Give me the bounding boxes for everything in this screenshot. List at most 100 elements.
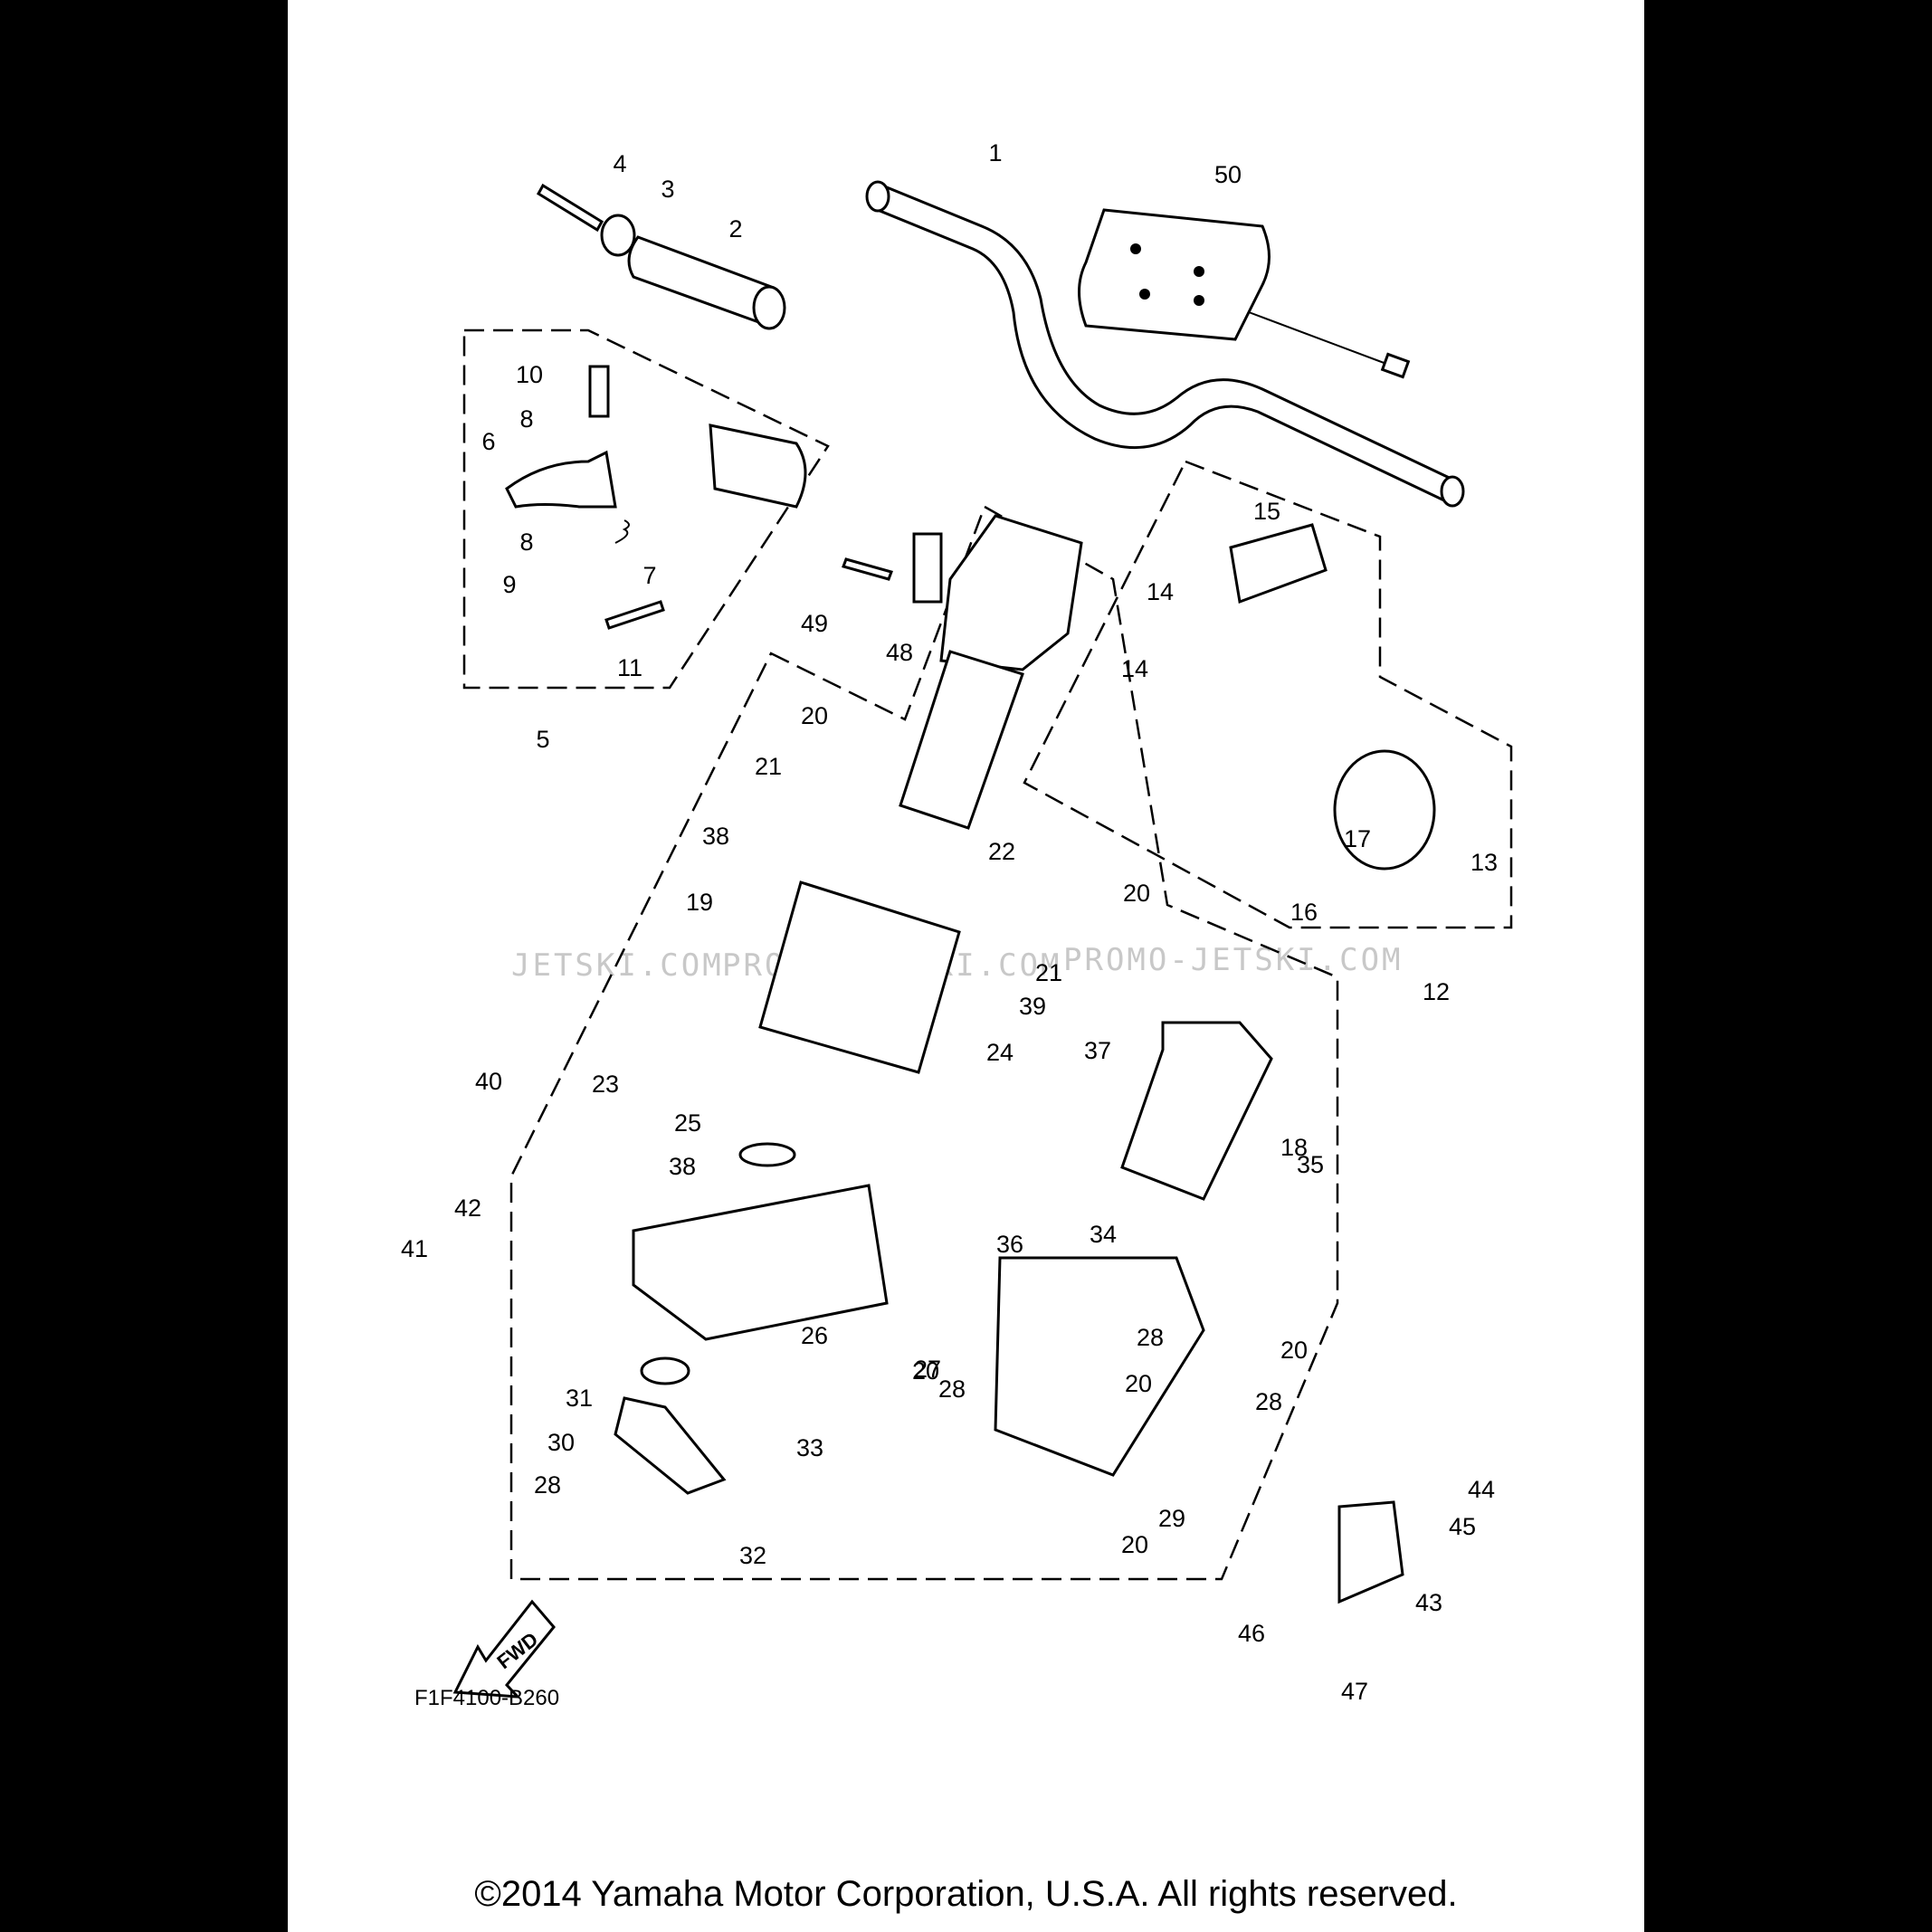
switch-cover-16	[1229, 523, 1328, 604]
callout-35: 35	[1297, 1151, 1324, 1178]
cover-piece	[1120, 1021, 1273, 1201]
callout-28: 28	[938, 1375, 966, 1403]
callout-38: 38	[702, 823, 729, 850]
callout-17: 17	[1344, 825, 1371, 852]
callout-43: 43	[1415, 1589, 1442, 1616]
callout-20: 20	[912, 1357, 939, 1385]
bushing-26	[640, 1356, 690, 1385]
lever-6	[505, 450, 617, 509]
callout-20: 20	[1125, 1370, 1152, 1397]
callout-41: 41	[401, 1235, 428, 1262]
watermark-1: JETSKI.COM	[511, 947, 724, 984]
cable-50	[1248, 311, 1394, 367]
callout-33: 33	[796, 1434, 823, 1461]
callout-30: 30	[547, 1429, 575, 1456]
callout-42: 42	[454, 1194, 481, 1222]
handlebar	[871, 184, 1459, 505]
callout-21: 21	[1035, 959, 1062, 986]
callout-9: 9	[502, 571, 516, 598]
column-housing	[758, 880, 961, 1074]
callout-25: 25	[674, 1109, 701, 1137]
copyright-notice: ©2014 Yamaha Motor Corporation, U.S.A. A…	[474, 1874, 1458, 1914]
callout-49: 49	[801, 610, 828, 637]
callout-5: 5	[536, 726, 549, 753]
callout-32: 32	[739, 1542, 766, 1569]
callout-46: 46	[1238, 1620, 1265, 1647]
callout-8: 8	[519, 528, 533, 556]
callout-10: 10	[516, 361, 543, 388]
column-shaft	[899, 650, 1024, 830]
callout-16: 16	[1290, 899, 1318, 926]
bushing-37	[738, 1142, 796, 1167]
callout-29: 29	[1158, 1505, 1185, 1532]
callout-28: 28	[1137, 1324, 1164, 1351]
handlebar-end-left	[865, 180, 890, 213]
callout-12: 12	[1423, 978, 1450, 1005]
end-bolt	[536, 183, 604, 233]
callout-28: 28	[1255, 1388, 1282, 1415]
grip-end	[752, 285, 786, 330]
pin-10	[588, 365, 610, 418]
callout-37: 37	[1084, 1037, 1111, 1064]
bolt-11	[604, 600, 665, 630]
callout-31: 31	[566, 1385, 593, 1412]
callout-18: 18	[1280, 1134, 1308, 1161]
callout-44: 44	[1468, 1476, 1495, 1503]
lever-bracket	[709, 424, 807, 509]
callout-14: 14	[1121, 655, 1148, 682]
callout-39: 39	[1019, 993, 1046, 1020]
callout-20: 20	[1123, 880, 1150, 907]
callout-34: 34	[1090, 1221, 1117, 1248]
callout-19: 19	[686, 889, 713, 916]
column-bracket-upper	[939, 514, 1083, 671]
callout-14: 14	[1147, 578, 1174, 605]
watermark-3: PROMO-JETSKI.COM	[1063, 942, 1404, 978]
callout-26: 26	[801, 1322, 828, 1349]
callout-13: 13	[1470, 849, 1498, 876]
switch-assembly-boundary	[1023, 460, 1513, 929]
callout-8: 8	[519, 405, 533, 433]
callout-6: 6	[481, 428, 495, 455]
clamp-47	[912, 532, 943, 604]
handlebar-end-right	[1440, 475, 1465, 508]
callout-21: 21	[755, 753, 782, 780]
bracket-42	[1337, 1500, 1404, 1604]
callout-20: 20	[1280, 1337, 1308, 1364]
handlebar-pad	[1078, 208, 1271, 341]
callout-45: 45	[1449, 1513, 1476, 1540]
callout-22: 22	[988, 838, 1015, 865]
switch-housing	[1333, 749, 1436, 871]
cable-end-50	[1380, 352, 1411, 379]
diagram-code: F1F4100-B260	[414, 1686, 559, 1710]
lower-arm	[614, 1396, 727, 1495]
callout-3: 3	[661, 176, 674, 203]
column-base	[632, 1184, 889, 1341]
callout-23: 23	[592, 1071, 619, 1098]
bolt-48	[842, 557, 893, 581]
callout-15: 15	[1253, 498, 1280, 525]
diagram-sheet	[288, 0, 1644, 1932]
fwd-arrow-icon	[452, 1599, 556, 1699]
callout-20: 20	[801, 702, 828, 729]
spring-7	[614, 519, 630, 544]
callout-24: 24	[986, 1039, 1014, 1066]
callout-40: 40	[475, 1068, 502, 1095]
callout-7: 7	[642, 562, 656, 589]
callout-2: 2	[728, 215, 742, 243]
callout-36: 36	[996, 1231, 1023, 1258]
lever-assembly-boundary	[462, 328, 830, 690]
callout-38: 38	[669, 1153, 696, 1180]
callout-50: 50	[1214, 161, 1242, 188]
grip-collar	[600, 214, 636, 257]
callout-11: 11	[617, 654, 642, 681]
callout-48: 48	[886, 639, 913, 666]
callout-47: 47	[1341, 1678, 1368, 1705]
callout-20: 20	[1121, 1531, 1148, 1558]
lower-bracket-33	[994, 1256, 1205, 1477]
callout-1: 1	[988, 139, 1002, 167]
callout-28: 28	[534, 1471, 561, 1499]
callout-4: 4	[613, 150, 626, 177]
callout-27: 27	[914, 1356, 941, 1383]
callout-labels: 1234567889101112131414151617181920202020…	[401, 139, 1498, 1705]
